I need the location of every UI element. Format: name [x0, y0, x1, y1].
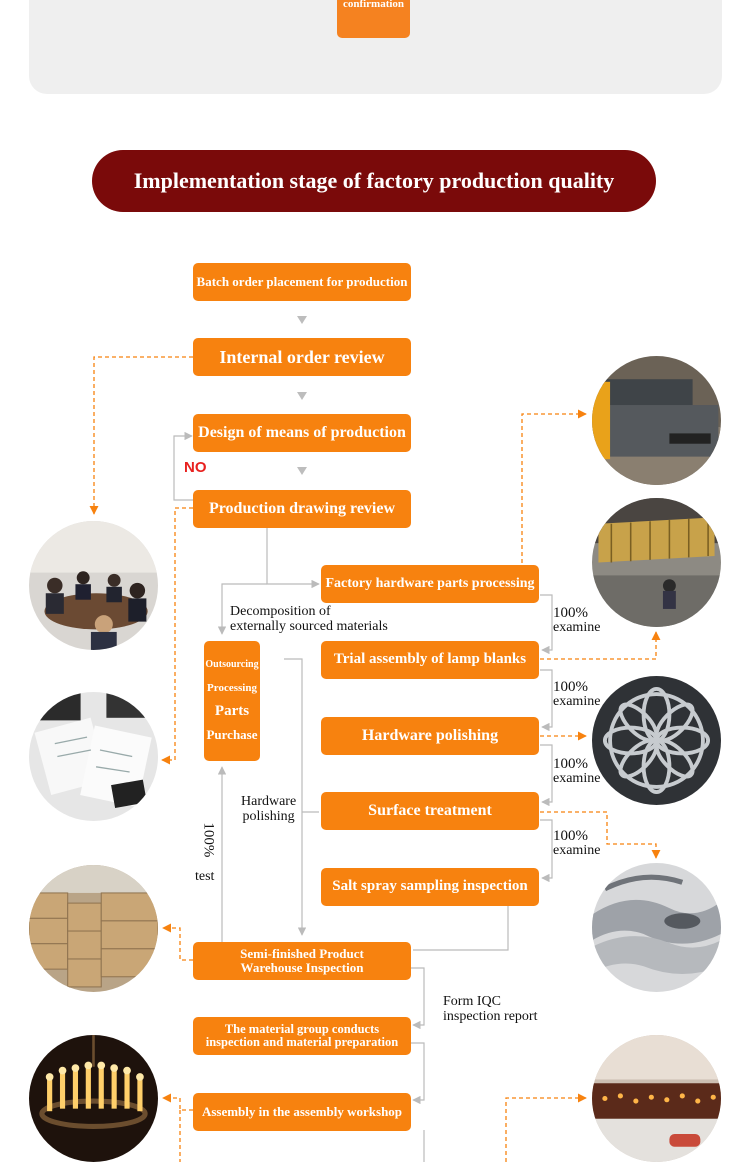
outsourcing-label: Outsourcing — [205, 659, 259, 671]
examine-percent-4: 100% — [553, 828, 588, 844]
examine-word-4: examine — [553, 843, 601, 858]
internal-review-box: Internal order review — [193, 338, 411, 376]
no-label: NO — [184, 459, 207, 476]
examine-word-1: examine — [553, 620, 601, 635]
section-title: Implementation stage of factory producti… — [133, 168, 615, 193]
workshop-photo — [592, 498, 721, 627]
hardware-polishing-box: Hardware polishing — [321, 717, 539, 755]
meeting-photo — [29, 521, 158, 650]
hardware-polishing-label: Hardware polishing — [361, 726, 499, 744]
iqc-line-1: Form IQC — [443, 994, 501, 1009]
hardware-polishing-note: Hardware polishing — [241, 794, 297, 824]
batch-order-box: Batch order placement for production — [193, 263, 411, 301]
drawings-photo — [29, 692, 158, 821]
hardware-processing-label: Factory hardware parts processing — [325, 575, 535, 591]
examine-percent-1: 100% — [553, 605, 588, 621]
trial-assembly-box: Trial assembly of lamp blanks — [321, 641, 539, 679]
processing-label: Processing — [207, 681, 257, 694]
assembly-line-photo — [592, 1035, 721, 1162]
examine-label-1: 100% examine — [553, 606, 600, 635]
examine-label-4: 100% examine — [553, 829, 600, 858]
semi-finished-label-1: Semi-finished Product — [240, 946, 364, 962]
laser-cutter-photo — [592, 356, 721, 485]
outsourcing-box: Outsourcing Processing Parts Purchase — [204, 641, 260, 761]
internal-review-label: Internal order review — [219, 346, 385, 367]
assembly-workshop-label: Assembly in the assembly workshop — [201, 1104, 403, 1120]
salt-spray-label: Salt spray sampling inspection — [332, 878, 528, 895]
decomposition-label: Decomposition of externally sourced mate… — [230, 604, 388, 634]
test-percent-label: 100% — [200, 822, 217, 858]
drawing-review-label: Production drawing review — [208, 499, 396, 517]
decomposition-line-1: Decomposition of — [230, 604, 331, 619]
examine-percent-2: 100% — [553, 679, 588, 695]
trial-assembly-label: Trial assembly of lamp blanks — [333, 651, 527, 668]
material-group-label-1: The material group conducts — [224, 1021, 380, 1036]
iqc-label: Form IQC inspection report — [443, 994, 538, 1024]
examine-label-3: 100% examine — [553, 757, 600, 786]
confirmation-label: confirmation — [342, 0, 405, 10]
polished-parts-photo — [592, 863, 721, 992]
section-title-banner: Implementation stage of factory producti… — [92, 150, 656, 212]
drawing-review-box: Production drawing review — [193, 490, 411, 528]
decomposition-line-2: externally sourced materials — [230, 618, 388, 634]
design-means-box: Design of means of production — [193, 414, 411, 452]
design-means-label: Design of means of production — [198, 423, 406, 441]
iqc-line-2: inspection report — [443, 1008, 538, 1024]
salt-spray-box: Salt spray sampling inspection — [321, 868, 539, 906]
semi-finished-box: Semi-finished Product Warehouse Inspecti… — [193, 942, 411, 980]
test-word-label: test — [195, 869, 215, 884]
surface-treatment-label: Surface treatment — [368, 801, 492, 819]
examine-label-2: 100% examine — [553, 680, 600, 709]
examine-percent-3: 100% — [553, 756, 588, 772]
examine-word-2: examine — [553, 694, 601, 709]
warehouse-boxes-photo — [29, 865, 158, 992]
batch-order-label: Batch order placement for production — [196, 274, 408, 290]
surface-treatment-box: Surface treatment — [321, 792, 539, 830]
hardware-polishing-note-1: Hardware — [241, 794, 297, 809]
hardware-polishing-note-2: polishing — [242, 808, 295, 824]
confirmation-box: confirmation — [337, 0, 410, 38]
metal-pattern-photo — [592, 676, 721, 805]
hardware-processing-box: Factory hardware parts processing — [321, 565, 539, 603]
assembly-workshop-box: Assembly in the assembly workshop — [193, 1093, 411, 1131]
semi-finished-label-2: Warehouse Inspection — [240, 960, 364, 975]
parts-label: Parts — [214, 703, 250, 720]
material-group-box: The material group conducts inspection a… — [193, 1017, 411, 1055]
chandelier-photo — [29, 1035, 158, 1162]
examine-word-3: examine — [553, 771, 601, 786]
purchase-label: Purchase — [206, 727, 258, 743]
material-group-label-2: inspection and material preparation — [205, 1035, 399, 1049]
